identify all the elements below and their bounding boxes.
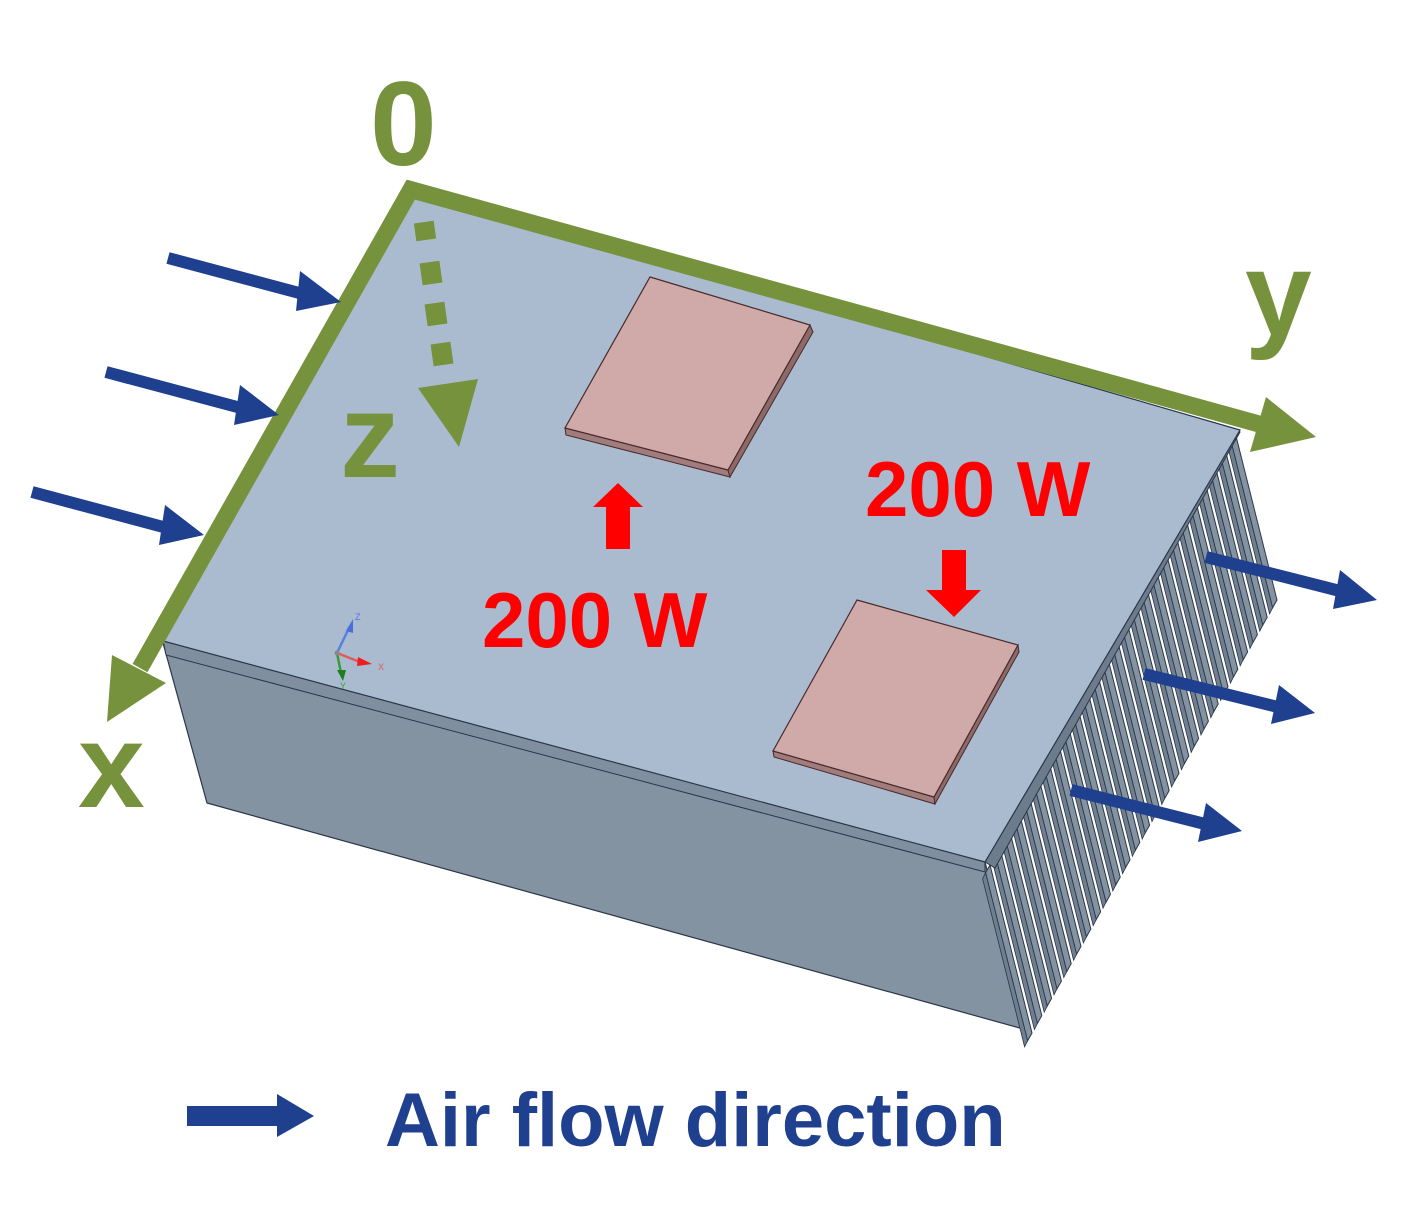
triad-y-axis bbox=[335, 652, 343, 674]
power-label-2: 200 W bbox=[865, 445, 1091, 533]
legend: Air flow direction bbox=[187, 1078, 1006, 1163]
y-axis-arrowhead bbox=[1250, 397, 1316, 452]
heat-source-annotation-1: 200 W bbox=[482, 483, 708, 664]
x-axis-arrowhead bbox=[107, 655, 166, 722]
fin-edge bbox=[982, 871, 1029, 1048]
heat-sink-body: Z X Y bbox=[162, 189, 1278, 1048]
x-axis-label: x bbox=[78, 699, 145, 833]
inlet-arrow-1 bbox=[166, 252, 305, 300]
z-axis-label: z bbox=[340, 369, 400, 503]
z-axis-dashed bbox=[413, 220, 478, 447]
outlet-arrow-1 bbox=[1204, 551, 1342, 597]
legend-arrow-icon bbox=[277, 1094, 314, 1137]
inlet-airflow-arrows bbox=[30, 252, 341, 545]
inlet-arrow-2 bbox=[104, 366, 243, 414]
outlet-arrow-2 bbox=[1142, 668, 1280, 713]
legend-arrow-shaft bbox=[187, 1106, 277, 1126]
heat-source-chip-2 bbox=[772, 599, 1020, 806]
outlet-arrow-3 bbox=[1069, 784, 1207, 830]
legend-label: Air flow direction bbox=[385, 1078, 1006, 1163]
y-axis-label: y bbox=[1245, 227, 1312, 361]
coordinate-axes: 0 y x z bbox=[78, 57, 1316, 833]
triad-x-label: X bbox=[378, 662, 384, 672]
x-axis-line bbox=[132, 179, 422, 673]
view-triad: Z X Y bbox=[334, 612, 384, 691]
triad-y-label: Y bbox=[340, 681, 346, 691]
y-axis-line bbox=[402, 179, 1273, 436]
heat-source-chip-1 bbox=[564, 276, 814, 479]
fin-array bbox=[982, 430, 1278, 1048]
triad-z-label: Z bbox=[355, 612, 361, 622]
heat-source-annotation-2: 200 W bbox=[865, 445, 1091, 617]
origin-label: 0 bbox=[370, 57, 437, 191]
power-arrow-up-icon bbox=[593, 483, 643, 549]
triad-x-axis bbox=[336, 651, 361, 664]
outlet-airflow-arrows bbox=[1069, 551, 1377, 842]
power-arrow-down-icon bbox=[926, 550, 981, 617]
inlet-arrow-3 bbox=[30, 486, 169, 534]
power-label-1: 200 W bbox=[482, 576, 708, 664]
z-axis-arrowhead bbox=[418, 379, 478, 447]
